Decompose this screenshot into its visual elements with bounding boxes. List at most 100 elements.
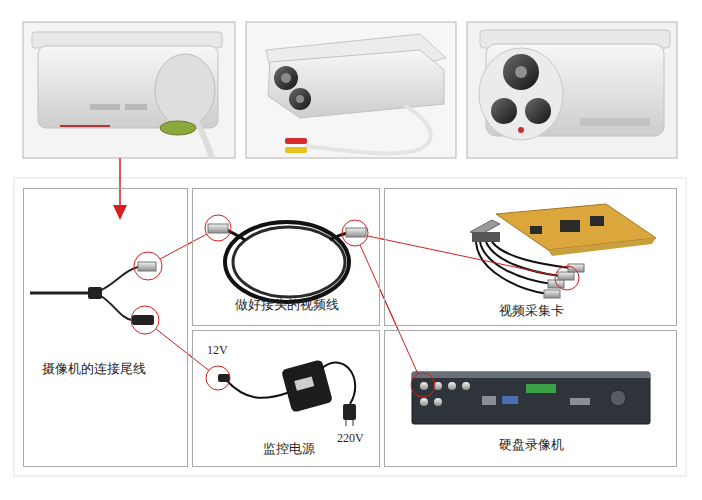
panel-box: 硬盘录像机	[384, 330, 677, 467]
panel-caption: 硬盘录像机	[499, 437, 564, 453]
highlight-circle	[342, 220, 368, 246]
panel-caption: 12V	[207, 343, 228, 357]
usb-port	[570, 398, 590, 405]
bnc-port	[434, 398, 442, 406]
highlight-circle	[411, 373, 435, 397]
signal-line	[380, 289, 398, 330]
dvr-body	[412, 372, 650, 424]
camera-lens	[515, 66, 527, 78]
highlight-circle	[134, 252, 162, 280]
sticker	[160, 121, 196, 135]
panel-box: 做好接头的视频线	[192, 188, 380, 326]
cable	[101, 296, 132, 320]
cable	[330, 233, 348, 240]
splitter	[88, 287, 102, 299]
arrow-head	[113, 205, 127, 220]
panel-caption: 220V	[337, 431, 364, 445]
panel-caption: 做好接头的视频线	[235, 297, 339, 313]
adapter-body	[281, 359, 333, 412]
power-adapter	[218, 359, 356, 426]
red-line	[368, 236, 555, 276]
dvr-top	[412, 372, 650, 378]
camera-photo	[246, 22, 456, 158]
capture-card	[470, 204, 656, 298]
highlight-circles	[131, 215, 579, 397]
plug-prong	[352, 420, 354, 426]
cable	[492, 242, 570, 268]
panel-box: 视频采集卡	[384, 188, 677, 326]
camera-label	[580, 118, 650, 126]
bnc-connector	[138, 262, 156, 271]
chip	[560, 220, 580, 232]
red-line	[156, 329, 209, 371]
camera-cable	[185, 100, 212, 158]
terminal-block	[526, 384, 556, 393]
cable-coil	[225, 222, 349, 302]
photo-frame	[246, 22, 456, 158]
panel-caption: 视频采集卡	[499, 303, 564, 319]
panel-caption: 监控电源	[263, 441, 315, 457]
camera-lens	[503, 54, 539, 90]
camera-photo	[23, 22, 235, 158]
bnc-port	[420, 398, 428, 406]
vga-port	[502, 396, 518, 404]
dc-plug	[218, 374, 230, 382]
highlight-circle	[205, 215, 231, 241]
bnc-port	[420, 382, 428, 390]
db-connector	[472, 232, 500, 242]
camera-label	[90, 104, 120, 110]
red-stripe	[60, 125, 110, 127]
camera-cable	[305, 106, 431, 153]
rca-plug	[285, 138, 307, 144]
camera-body	[268, 50, 444, 118]
back-plate	[155, 54, 215, 126]
panel-caption: 摄像机的连接尾线	[42, 361, 146, 377]
dvr	[412, 372, 650, 424]
camera-photo	[467, 22, 677, 158]
cable	[30, 292, 92, 295]
cable	[322, 363, 355, 404]
indicator	[518, 127, 524, 133]
ir-lens	[491, 98, 517, 124]
ir-lens	[296, 95, 304, 103]
adapter-label	[294, 376, 314, 390]
cable	[226, 380, 290, 398]
highlight-circle	[206, 366, 230, 390]
bnc-connector	[346, 228, 366, 237]
photo-frame	[23, 22, 235, 158]
ir-lens	[274, 66, 298, 90]
bnc-connector	[544, 290, 560, 298]
ir-lens	[525, 98, 551, 124]
bnc-connector	[558, 272, 574, 280]
cable	[476, 242, 548, 294]
cable	[101, 267, 138, 290]
pointer-arrow	[119, 158, 121, 208]
bnc-port	[448, 382, 456, 390]
highlight-circle	[555, 266, 579, 290]
lan-port	[482, 396, 496, 405]
red-lines	[156, 234, 555, 374]
cable-coil	[233, 227, 345, 297]
mains-plug	[343, 404, 356, 420]
bnc-connector	[548, 280, 564, 288]
fan	[610, 390, 626, 406]
panel-box: 摄像机的连接尾线	[23, 188, 188, 467]
rca-plug	[285, 147, 307, 153]
tail-cable	[30, 262, 156, 325]
pcb-fingers	[548, 238, 656, 256]
ir-lens	[281, 73, 291, 83]
bnc-port	[462, 382, 470, 390]
chip	[590, 216, 604, 226]
outer-frame	[14, 178, 686, 476]
bnc-connector	[208, 224, 228, 233]
dc-plug	[132, 315, 154, 325]
plug-prong	[345, 420, 347, 426]
camera-label	[125, 104, 147, 110]
red-line	[160, 234, 207, 259]
chip	[530, 226, 542, 234]
front-face	[479, 48, 563, 140]
ir-lens	[289, 88, 311, 110]
